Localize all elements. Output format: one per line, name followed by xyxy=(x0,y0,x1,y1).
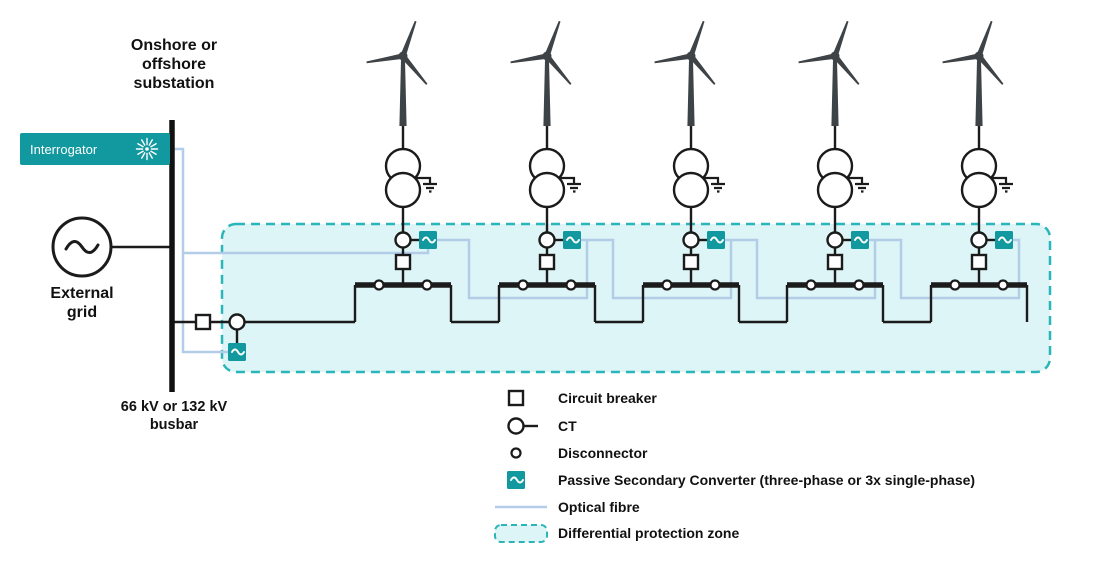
legend-disconnector-icon xyxy=(510,447,522,459)
starburst-center xyxy=(145,147,149,151)
substation-label-line3: substation xyxy=(134,75,215,92)
legend-circuit-breaker-icon xyxy=(507,389,525,407)
labels: Onshore or offshore substation External … xyxy=(50,37,227,433)
starburst-ray xyxy=(148,139,153,146)
interrogator-box xyxy=(20,133,170,165)
interrogator-label: Interrogator xyxy=(30,142,98,157)
starburst-ray xyxy=(150,143,157,148)
circuit-breaker-icon xyxy=(194,313,212,331)
legend-label-zone: Differential protection zone xyxy=(558,525,739,541)
legend: Circuit breaker CT Disconnector Passive … xyxy=(494,389,975,543)
busbar-label-line2: busbar xyxy=(150,417,199,433)
sine-glyph xyxy=(231,348,245,356)
starburst-ray xyxy=(137,150,144,155)
starburst-icon xyxy=(135,137,159,161)
starburst-ray xyxy=(150,150,157,155)
ct-icon xyxy=(228,313,246,331)
legend-label-converter: Passive Secondary Converter (three-phase… xyxy=(558,472,975,488)
optical-fibre-lines xyxy=(170,147,1021,354)
legend-zone-icon xyxy=(494,524,548,543)
legend-label-disconnector: Disconnector xyxy=(558,445,648,461)
starburst-ray xyxy=(141,152,146,159)
ac-source-icon xyxy=(64,240,100,254)
sine-glyph xyxy=(510,476,524,484)
busbar-label-line1: 66 kV or 132 kV xyxy=(121,399,228,415)
external-grid-label-line1: External xyxy=(50,285,113,302)
legend-label-optical-fibre: Optical fibre xyxy=(558,499,640,515)
interrogator: Interrogator xyxy=(20,133,170,165)
starburst-ray xyxy=(137,143,144,148)
substation-label-line2: offshore xyxy=(142,56,206,73)
feeder-bay xyxy=(194,313,246,361)
external-grid-label-line2: grid xyxy=(67,304,97,321)
legend-ct-icon xyxy=(507,417,525,435)
starburst-ray xyxy=(148,152,153,159)
legend-label-circuit-breaker: Circuit breaker xyxy=(558,390,657,406)
starburst-ray xyxy=(141,139,146,146)
legend-label-ct: CT xyxy=(558,418,577,434)
substation-label-line1: Onshore or xyxy=(131,37,217,54)
external-grid xyxy=(51,216,113,278)
